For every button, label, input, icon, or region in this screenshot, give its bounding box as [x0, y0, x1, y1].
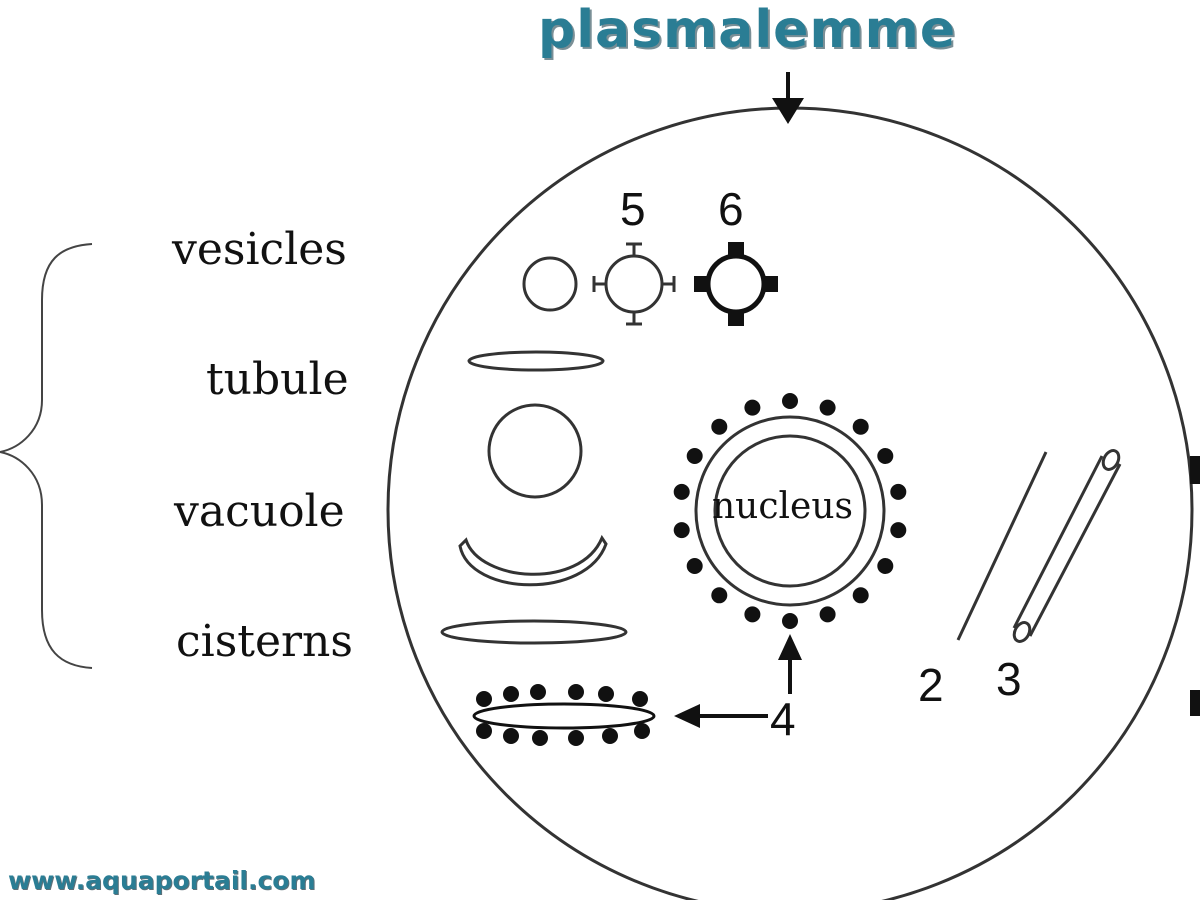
- ribosome-dot: [890, 483, 907, 500]
- plasmalemme-title: plasmalemme: [538, 0, 957, 60]
- curved-cistern: [458, 534, 608, 587]
- nucleus-ribosomes: [673, 393, 907, 629]
- label-vacuole: vacuole: [174, 486, 345, 537]
- curly-brace: [0, 243, 93, 669]
- website-watermark: www.aquaportail.com: [8, 866, 316, 895]
- arrow-4-up: [778, 634, 802, 694]
- ribosome-dot: [673, 522, 690, 539]
- ribosome-dot: [890, 522, 907, 539]
- ribosome-dot: [673, 483, 690, 500]
- vesicle-6: [694, 242, 778, 326]
- ribosome-dot: [744, 606, 761, 623]
- number-2: 2: [918, 659, 944, 711]
- vesicle-plain: [522, 256, 578, 312]
- ribosome-dot: [852, 418, 869, 435]
- ribosome-dot: [819, 399, 836, 416]
- vesicle-5: [592, 242, 676, 326]
- ribosome-dot: [852, 587, 869, 604]
- ribosome-dot: [782, 613, 798, 629]
- number-5: 5: [620, 183, 646, 235]
- cistern-shape: [440, 619, 628, 645]
- structure-3-tube: [1012, 449, 1122, 643]
- ribosome-dot: [782, 393, 798, 409]
- number-6: 6: [718, 183, 744, 235]
- arrow-4-left: [674, 704, 768, 728]
- nucleus-label: nucleus: [712, 486, 854, 527]
- tubule-shape: [467, 350, 605, 372]
- rough-cistern: [472, 684, 656, 746]
- number-3: 3: [996, 653, 1022, 705]
- plasmalemme-arrow: [772, 72, 804, 124]
- label-cisterns: cisterns: [176, 616, 353, 667]
- vacuole-shape: [487, 403, 583, 499]
- ribosome-dot: [711, 418, 728, 435]
- nucleus: [673, 393, 907, 629]
- ribosome-dot: [819, 606, 836, 623]
- ribosome-dot: [711, 587, 728, 604]
- ribosome-dot: [686, 558, 703, 574]
- ribosome-dot: [744, 399, 761, 416]
- number-4: 4: [770, 693, 796, 745]
- ribosome-dot: [877, 558, 894, 574]
- ribosome-dot: [686, 448, 703, 464]
- label-vesicles: vesicles: [172, 224, 347, 275]
- label-tubule: tubule: [206, 354, 349, 405]
- structure-2-line: [956, 451, 1048, 641]
- ribosome-dot: [877, 448, 894, 464]
- edge-mark-bottom: [1190, 690, 1200, 716]
- edge-mark-top: [1190, 456, 1200, 484]
